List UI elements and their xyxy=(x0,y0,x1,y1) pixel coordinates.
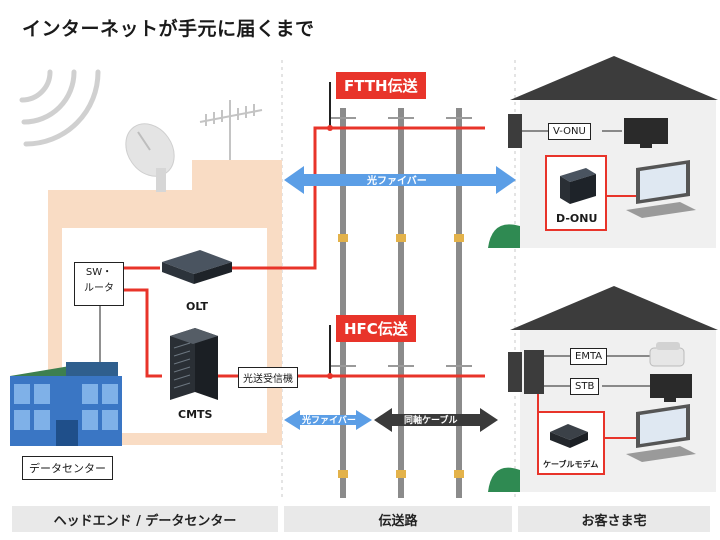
footer-transmission: 伝送路 xyxy=(284,506,512,532)
phone-icon xyxy=(649,342,685,367)
v-onu-label: V-ONU xyxy=(548,123,591,140)
house-hfc xyxy=(488,286,718,492)
wireless-signal-icon xyxy=(19,69,101,147)
pole-band xyxy=(338,234,348,242)
coax-cable-label: 同軸ケーブル xyxy=(404,416,458,426)
ftth-utility-poles xyxy=(330,108,472,498)
pole-band xyxy=(396,470,406,478)
sw-router-label-line2: ルータ xyxy=(84,283,114,294)
footer-headend: ヘッドエンド / データセンター xyxy=(12,506,278,532)
laptop-icon xyxy=(626,404,696,462)
datacenter-badge: データセンター xyxy=(22,456,113,480)
olt-label: OLT xyxy=(186,300,209,313)
laptop-icon xyxy=(626,160,696,218)
fiber-arrow xyxy=(284,166,516,194)
sw-router-box: SW・ ルータ xyxy=(74,262,124,306)
hfc-fiber-label: 光ファイバー xyxy=(302,416,356,426)
pole-band xyxy=(454,234,464,242)
junction-dot xyxy=(327,125,333,131)
coax-arrow xyxy=(374,408,498,432)
cable-modem-label: ケーブルモデム xyxy=(543,460,599,469)
ftth-tag: FTTH伝送 xyxy=(336,72,426,99)
stb-label: STB xyxy=(570,378,600,395)
datacenter-building xyxy=(10,362,122,446)
pole-band xyxy=(454,470,464,478)
page-title: インターネットが手元に届くまで xyxy=(22,18,315,40)
footer-customer: お客さま宅 xyxy=(518,506,710,532)
house-ftth xyxy=(488,56,718,248)
cmts-rack xyxy=(170,328,218,400)
optical-receiver-label: 光送受信機 xyxy=(238,367,298,388)
emta-label: EMTA xyxy=(570,348,608,365)
hfc-fiber-arrow xyxy=(284,410,372,430)
junction-dot xyxy=(327,373,333,379)
pole-band xyxy=(396,234,406,242)
olt-device xyxy=(162,250,232,284)
signal-lines xyxy=(122,126,330,378)
satellite-dish-icon xyxy=(125,123,175,192)
hfc-tag: HFC伝送 xyxy=(336,315,416,342)
sw-router-label-line1: SW・ xyxy=(85,267,113,278)
pole-band xyxy=(338,470,348,478)
antenna-icon xyxy=(199,100,263,160)
cmts-label: CMTS xyxy=(178,408,213,421)
tv-icon xyxy=(650,374,692,402)
ftth-fiber-label: 光ファイバー xyxy=(367,176,427,187)
d-onu-label: D-ONU xyxy=(556,212,598,225)
